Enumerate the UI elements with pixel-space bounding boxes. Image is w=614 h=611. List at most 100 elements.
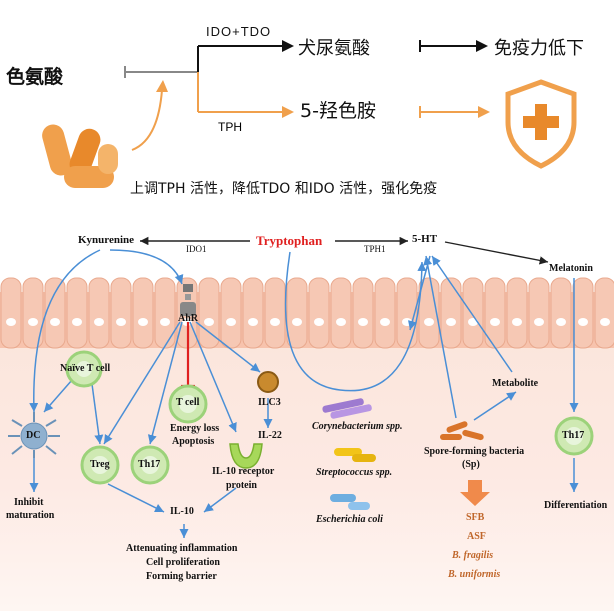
arrow-ahr-to-treg bbox=[103, 321, 181, 445]
tryptophan-label: Tryptophan bbox=[256, 233, 323, 248]
villus bbox=[286, 277, 308, 349]
ilc3-cell bbox=[257, 371, 279, 393]
naive-t-label: Naïve T cell bbox=[60, 363, 111, 374]
treg-label: Treg bbox=[90, 459, 110, 470]
villus-nucleus bbox=[402, 318, 412, 326]
villus-nucleus bbox=[94, 318, 104, 326]
arrow-naive-to-dc bbox=[43, 379, 73, 413]
arrow-ahr-to-th17 bbox=[147, 321, 183, 445]
tcell-label: T cell bbox=[176, 397, 200, 408]
villus bbox=[440, 277, 462, 349]
ido-tdo-label: IDO+TDO bbox=[206, 24, 272, 39]
il10-receptor-label: IL-10 receptor bbox=[212, 466, 275, 477]
villus bbox=[462, 277, 484, 349]
villus-nucleus bbox=[116, 318, 126, 326]
villus-nucleus bbox=[446, 318, 456, 326]
ido1-label: IDO1 bbox=[186, 244, 207, 254]
inhibit-label: Inhibit bbox=[14, 497, 44, 508]
il10-receptor-label-2: protein bbox=[226, 480, 257, 491]
villus-nucleus bbox=[600, 318, 610, 326]
villus bbox=[352, 277, 374, 349]
metabolite-label: Metabolite bbox=[492, 378, 539, 389]
villus bbox=[110, 277, 132, 349]
il22-label: IL-22 bbox=[258, 430, 282, 441]
villus-nucleus bbox=[204, 318, 214, 326]
villus bbox=[374, 277, 396, 349]
villus bbox=[572, 277, 594, 349]
villus-nucleus bbox=[534, 318, 544, 326]
differentiation-label: Differentiation bbox=[544, 500, 608, 511]
energy-loss-label: Energy loss bbox=[170, 423, 220, 434]
dc-label: DC bbox=[26, 430, 41, 441]
villus-nucleus bbox=[50, 318, 60, 326]
bfrag-label: B. fragilis bbox=[452, 550, 494, 561]
5ht-label: 5-HT bbox=[412, 233, 438, 245]
coryne-bacteria-icon bbox=[322, 398, 372, 419]
sp-label: Spore-forming bacteria bbox=[424, 446, 525, 457]
villus bbox=[0, 277, 22, 349]
immunity-down-label: 免疫力低下 bbox=[494, 38, 584, 59]
villus-nucleus bbox=[578, 318, 588, 326]
tph-label: TPH bbox=[218, 120, 242, 134]
villus bbox=[264, 277, 286, 349]
sp-abbrev-label: (Sp) bbox=[462, 459, 480, 470]
shield-icon bbox=[500, 76, 582, 172]
villus bbox=[594, 277, 614, 349]
melatonin-label: Melatonin bbox=[549, 263, 593, 274]
arrow-ahr-to-ilc3 bbox=[195, 321, 261, 373]
villus bbox=[528, 277, 550, 349]
il10-label: IL-10 bbox=[170, 506, 194, 517]
villus-nucleus bbox=[270, 318, 280, 326]
villus bbox=[44, 277, 66, 349]
villus bbox=[88, 277, 110, 349]
villus bbox=[396, 277, 418, 349]
villus-nucleus bbox=[138, 318, 148, 326]
sp-down-arrow bbox=[460, 480, 490, 506]
arrow-treg-to-il10 bbox=[107, 483, 165, 513]
bunif-label: B. uniformis bbox=[448, 569, 501, 580]
villus-nucleus bbox=[556, 318, 566, 326]
villus-nucleus bbox=[314, 318, 324, 326]
strepto-label: Streptococcus spp. bbox=[316, 467, 393, 478]
strepto-bacteria-icon bbox=[334, 448, 376, 462]
villus-nucleus bbox=[226, 318, 236, 326]
villus-nucleus bbox=[358, 318, 368, 326]
tryptophan-cn-label: 色氨酸 bbox=[6, 66, 64, 88]
villus bbox=[220, 277, 242, 349]
arrow-5ht-to-melatonin bbox=[444, 241, 549, 265]
il10-receptor-icon bbox=[229, 443, 263, 469]
arrow-kyn-to-dc bbox=[29, 249, 101, 413]
villus bbox=[506, 277, 528, 349]
villus bbox=[242, 277, 264, 349]
villus-nucleus bbox=[6, 318, 16, 326]
arrow-trp-loop bbox=[284, 251, 427, 392]
tph1-label: TPH1 bbox=[364, 244, 386, 254]
maturation-label: maturation bbox=[6, 510, 55, 521]
th17-right-label: Th17 bbox=[562, 430, 585, 441]
villus-nucleus bbox=[248, 318, 258, 326]
villus bbox=[308, 277, 330, 349]
villus-nucleus bbox=[468, 318, 478, 326]
villus bbox=[132, 277, 154, 349]
tryptophan-pathway-diagram bbox=[0, 222, 614, 611]
villus bbox=[66, 277, 88, 349]
villus bbox=[22, 277, 44, 349]
asf-label: ASF bbox=[467, 531, 486, 542]
top-pathway-arrows bbox=[124, 40, 490, 151]
th17-label: Th17 bbox=[138, 459, 161, 470]
villus-nucleus bbox=[72, 318, 82, 326]
villus-nucleus bbox=[490, 318, 500, 326]
outcome-2-label: Cell proliferation bbox=[146, 557, 220, 568]
sfb-label: SFB bbox=[466, 512, 485, 523]
dendritic-cell-icon bbox=[8, 412, 60, 458]
arrow-5ht-to-epi bbox=[408, 255, 431, 331]
arrow-kyn-to-ahr bbox=[109, 249, 184, 285]
villus-nucleus bbox=[512, 318, 522, 326]
ahr-label: AhR bbox=[178, 313, 199, 324]
kynurenine-label: Kynurenine bbox=[78, 234, 135, 246]
ahr-receptor bbox=[180, 284, 196, 316]
arrow-ahr-to-il10r bbox=[189, 321, 237, 433]
villus-nucleus bbox=[160, 318, 170, 326]
villus-nucleus bbox=[28, 318, 38, 326]
arrow-naive-to-treg bbox=[91, 383, 104, 445]
